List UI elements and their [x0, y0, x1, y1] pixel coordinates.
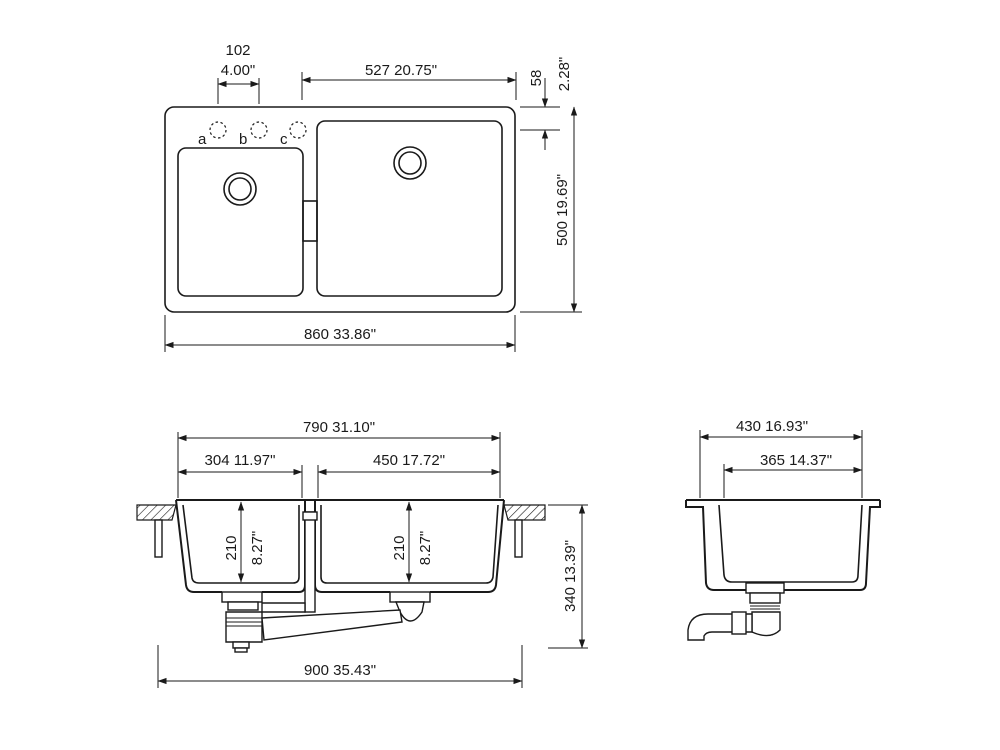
dim-total-depth-inch: 19.69" — [554, 174, 571, 217]
left-bowl-outer-wall — [175, 499, 222, 593]
tap-hole-label-c: c — [280, 131, 288, 148]
dim-left-bowl-depth-inch: 8.27" — [249, 531, 266, 566]
dim-main-width: 527 20.75" — [301, 62, 517, 100]
left-bowl-outline — [177, 147, 304, 297]
dim-left-bowl-depth: 210 8.27" — [223, 501, 266, 583]
tap-hole-label-b: b — [239, 131, 247, 148]
dim-left-bowl-width-label: 304 11.97" — [205, 452, 276, 469]
mounting-clip-right — [514, 519, 523, 558]
dim-total-height-mm: 340 — [562, 587, 579, 612]
dim-total-width-label: 860 33.86" — [304, 326, 376, 343]
side-outer-shell — [685, 500, 881, 591]
dim-rim-offset: 58 2.28" — [520, 57, 573, 150]
dim-cabinet-width-label: 900 35.43" — [304, 662, 376, 679]
dim-right-bowl-width-label: 450 17.72" — [373, 452, 445, 469]
dim-tap-spacing-inch: 4.00" — [221, 62, 256, 79]
dim-inner-width-mm: 790 — [303, 419, 328, 436]
mounting-clip-left — [154, 519, 163, 558]
dim-left-bowl-depth-mm: 210 — [223, 535, 240, 560]
countertop-right — [503, 504, 546, 521]
dim-left-bowl-width-inch: 11.97" — [234, 452, 276, 469]
dim-right-bowl-width: 450 17.72" — [317, 452, 501, 498]
tap-hole-b — [250, 121, 268, 139]
overflow-elbow — [261, 602, 306, 613]
dim-tap-spacing: 102 4.00" — [217, 42, 260, 104]
left-bowl-inner-wall — [182, 504, 300, 584]
dim-total-depth: 500 19.69" — [520, 106, 582, 313]
dim-cabinet-width-mm: 900 — [304, 662, 329, 679]
overflow-cap — [302, 511, 318, 521]
left-drain-assembly — [221, 591, 263, 653]
dim-total-height-label: 340 13.39" — [562, 540, 579, 612]
dim-left-bowl-width: 304 11.97" — [177, 452, 303, 498]
waste-connecting-pipe — [261, 609, 403, 641]
dim-side-outer-width-label: 430 16.93" — [736, 418, 808, 435]
dim-cabinet-width: 900 35.43" — [157, 645, 523, 688]
dim-right-bowl-depth-mm: 210 — [391, 535, 408, 560]
dim-total-width-inch: 33.86" — [333, 326, 376, 343]
sink-outer-rim — [164, 106, 516, 313]
side-trap-assembly — [687, 592, 781, 641]
dim-right-bowl-width-inch: 17.72" — [402, 452, 445, 469]
dim-right-bowl-depth-inch: 8.27" — [417, 531, 434, 566]
dim-total-height-inch: 13.39" — [562, 540, 579, 583]
right-drain-icon — [393, 146, 427, 180]
tap-hole-c — [289, 121, 307, 139]
dim-rim-offset-inch: 2.28" — [556, 57, 573, 92]
countertop-left — [136, 504, 177, 521]
dim-total-height: 340 13.39" — [548, 504, 588, 649]
dim-right-bowl-width-mm: 450 — [373, 452, 398, 469]
tap-hole-label-a: a — [198, 131, 207, 148]
dim-total-depth-label: 500 19.69" — [554, 174, 571, 246]
dim-main-width-mm: 527 — [365, 62, 390, 79]
top-view: a b c 102 4.00" 527 20.75" 58 2.28" — [164, 42, 582, 352]
dim-inner-width-inch: 31.10" — [332, 419, 375, 436]
dim-total-width: 860 33.86" — [164, 315, 516, 352]
dim-side-inner-width-label: 365 14.37" — [760, 452, 832, 469]
dim-rim-offset-mm: 58 — [528, 70, 545, 87]
dim-left-bowl-width-mm: 304 — [205, 452, 230, 469]
dim-inner-width-label: 790 31.10" — [303, 419, 375, 436]
dim-main-width-inch: 20.75" — [394, 62, 437, 79]
dim-side-outer-width-inch: 16.93" — [765, 418, 808, 435]
dim-tap-spacing-mm: 102 — [225, 42, 250, 59]
dim-side-inner-width: 365 14.37" — [723, 452, 863, 498]
dim-side-inner-width-mm: 365 — [760, 452, 785, 469]
dim-total-width-mm: 860 — [304, 326, 329, 343]
dim-right-bowl-depth: 210 8.27" — [391, 501, 434, 583]
dim-inner-width: 790 31.10" — [177, 419, 501, 498]
dim-side-outer-width: 430 16.93" — [699, 418, 863, 498]
side-inner-shell — [718, 504, 863, 583]
left-drain-icon — [223, 172, 257, 206]
dim-side-outer-width-mm: 430 — [736, 418, 761, 435]
overflow-slot — [302, 200, 318, 242]
dim-side-inner-width-inch: 14.37" — [789, 452, 832, 469]
right-bowl-inner-wall — [320, 504, 499, 584]
dim-main-width-label: 527 20.75" — [365, 62, 437, 79]
side-drain-flange — [745, 582, 785, 594]
side-view: 430 16.93" 365 14.37" — [685, 418, 881, 641]
overflow-pipe — [304, 511, 316, 613]
dim-cabinet-width-inch: 35.43" — [333, 662, 376, 679]
tap-hole-a — [209, 121, 227, 139]
front-view: 790 31.10" 304 11.97" 450 17.72" 210 8.2… — [136, 419, 588, 688]
dim-total-depth-mm: 500 — [554, 221, 571, 246]
